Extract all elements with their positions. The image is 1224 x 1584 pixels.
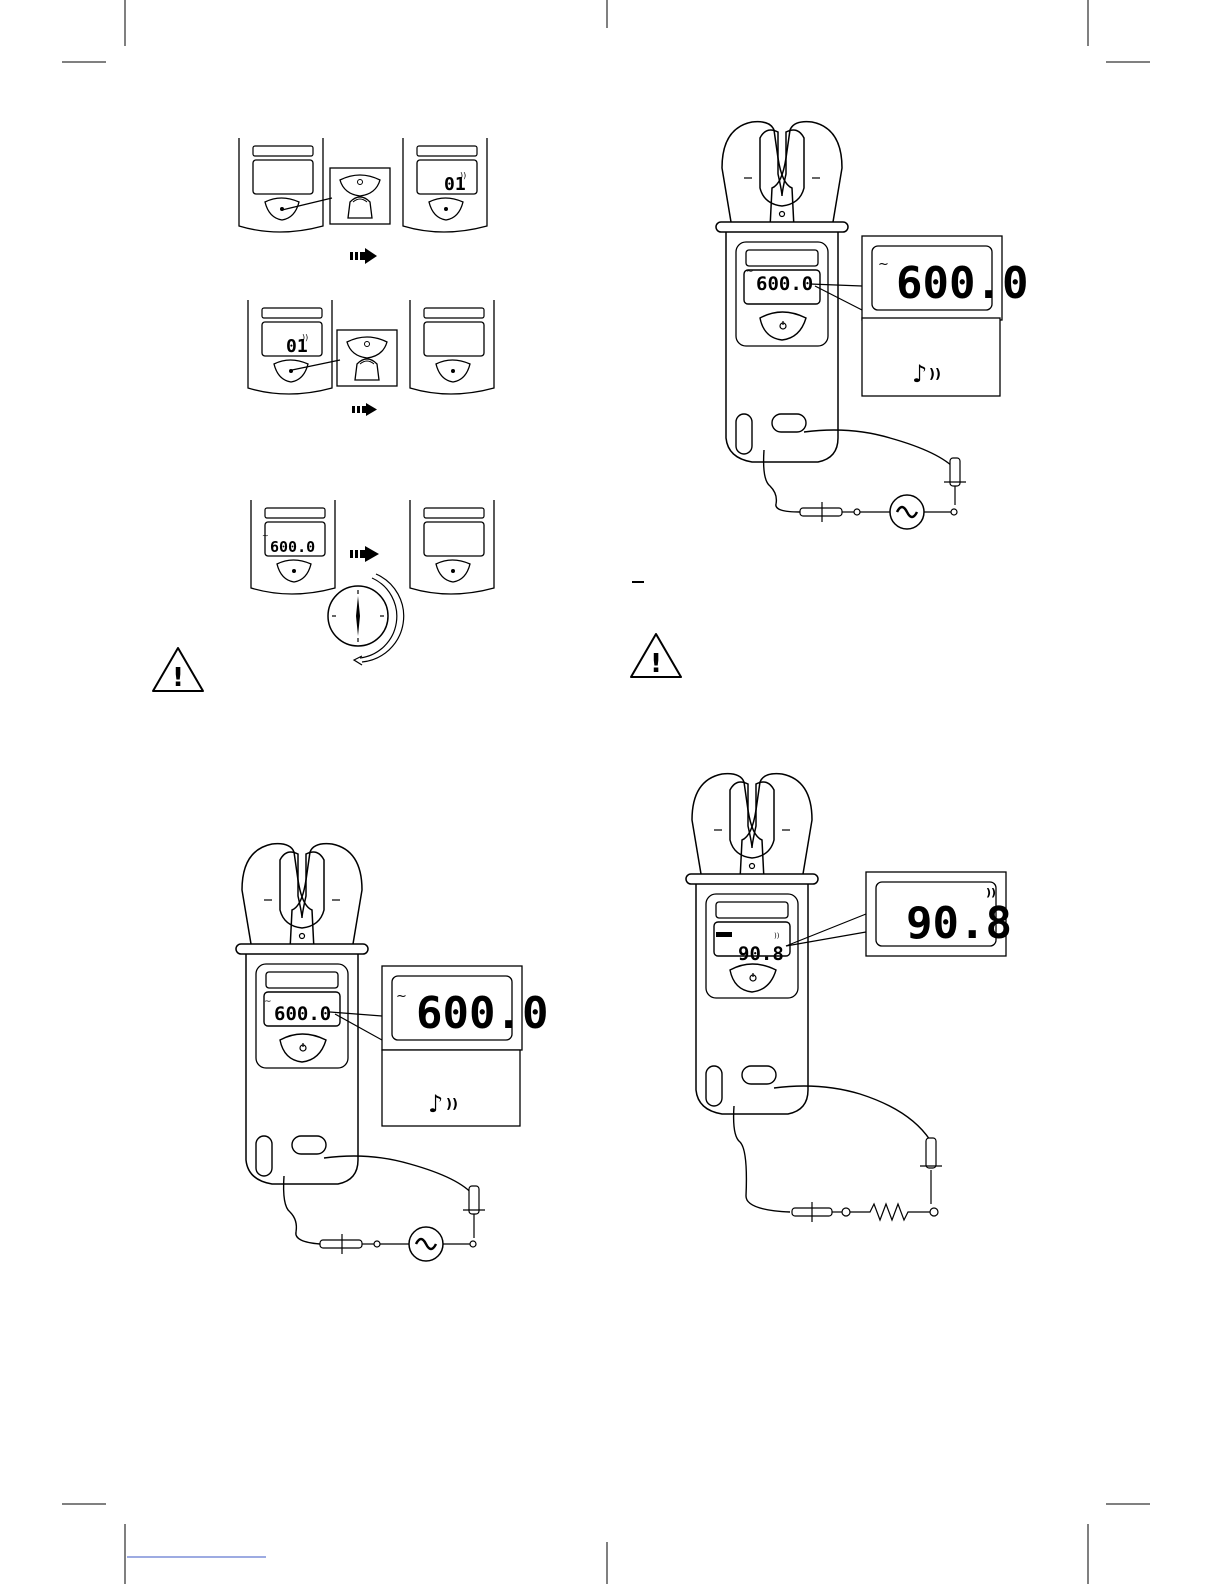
lcd-reading-large: 90.8 — [906, 898, 1012, 949]
beep-sound-icon: )) — [774, 932, 780, 940]
sound-callout — [382, 1050, 520, 1126]
ac-source-icon — [890, 495, 924, 529]
svg-text:!: ! — [650, 649, 662, 679]
figure-continuity: )) 90.8 )) 90.8 — [686, 774, 1012, 1222]
figure-auto-power-off: ~ 600.0 — [251, 500, 494, 665]
lcd-reading: 600.0 — [756, 273, 813, 295]
lcd-reading: 600.0 — [274, 1003, 331, 1025]
lcd-reading: 90.8 — [738, 943, 784, 965]
beep-sound-icon: )) — [302, 333, 308, 342]
figure-beep-enable: 01 )) — [239, 138, 487, 264]
lcd-bar — [716, 932, 732, 937]
arrow-right-icon — [350, 546, 379, 562]
svg-text:!: ! — [172, 663, 184, 693]
lcd-reading: 600.0 — [270, 538, 315, 556]
figure-ac-voltage-bottom: ~ 600.0 ~ 600.0 ♪ )) — [236, 844, 548, 1261]
ac-symbol: ~ — [396, 989, 407, 1004]
resistor-icon — [850, 1204, 930, 1220]
sound-callout — [862, 318, 1000, 396]
figure-beep-disable: 01 )) — [248, 300, 494, 416]
ac-symbol: ~ — [746, 267, 754, 277]
arrow-right-icon — [352, 403, 377, 416]
beep-sound-icon: )) — [929, 367, 941, 382]
ac-source-icon — [409, 1227, 443, 1261]
music-note-icon: ♪ — [428, 1090, 443, 1118]
arrow-right-icon — [350, 248, 377, 264]
warning-triangle-icon: ! — [153, 648, 203, 693]
ac-symbol: ~ — [262, 531, 269, 540]
ac-symbol: ~ — [264, 997, 272, 1007]
warning-triangle-icon: ! — [631, 634, 681, 679]
beep-sound-icon: )) — [460, 171, 466, 180]
timer-clock-icon — [328, 574, 404, 665]
figure-ac-voltage-top: ~ 600.0 ~ 600.0 ♪ )) — [716, 122, 1028, 529]
beep-sound-icon: )) — [446, 1097, 458, 1112]
ac-symbol: ~ — [878, 257, 889, 272]
lcd-reading-large: 600.0 — [896, 258, 1028, 309]
music-note-icon: ♪ — [912, 360, 927, 388]
lcd-reading-large: 600.0 — [416, 988, 548, 1039]
